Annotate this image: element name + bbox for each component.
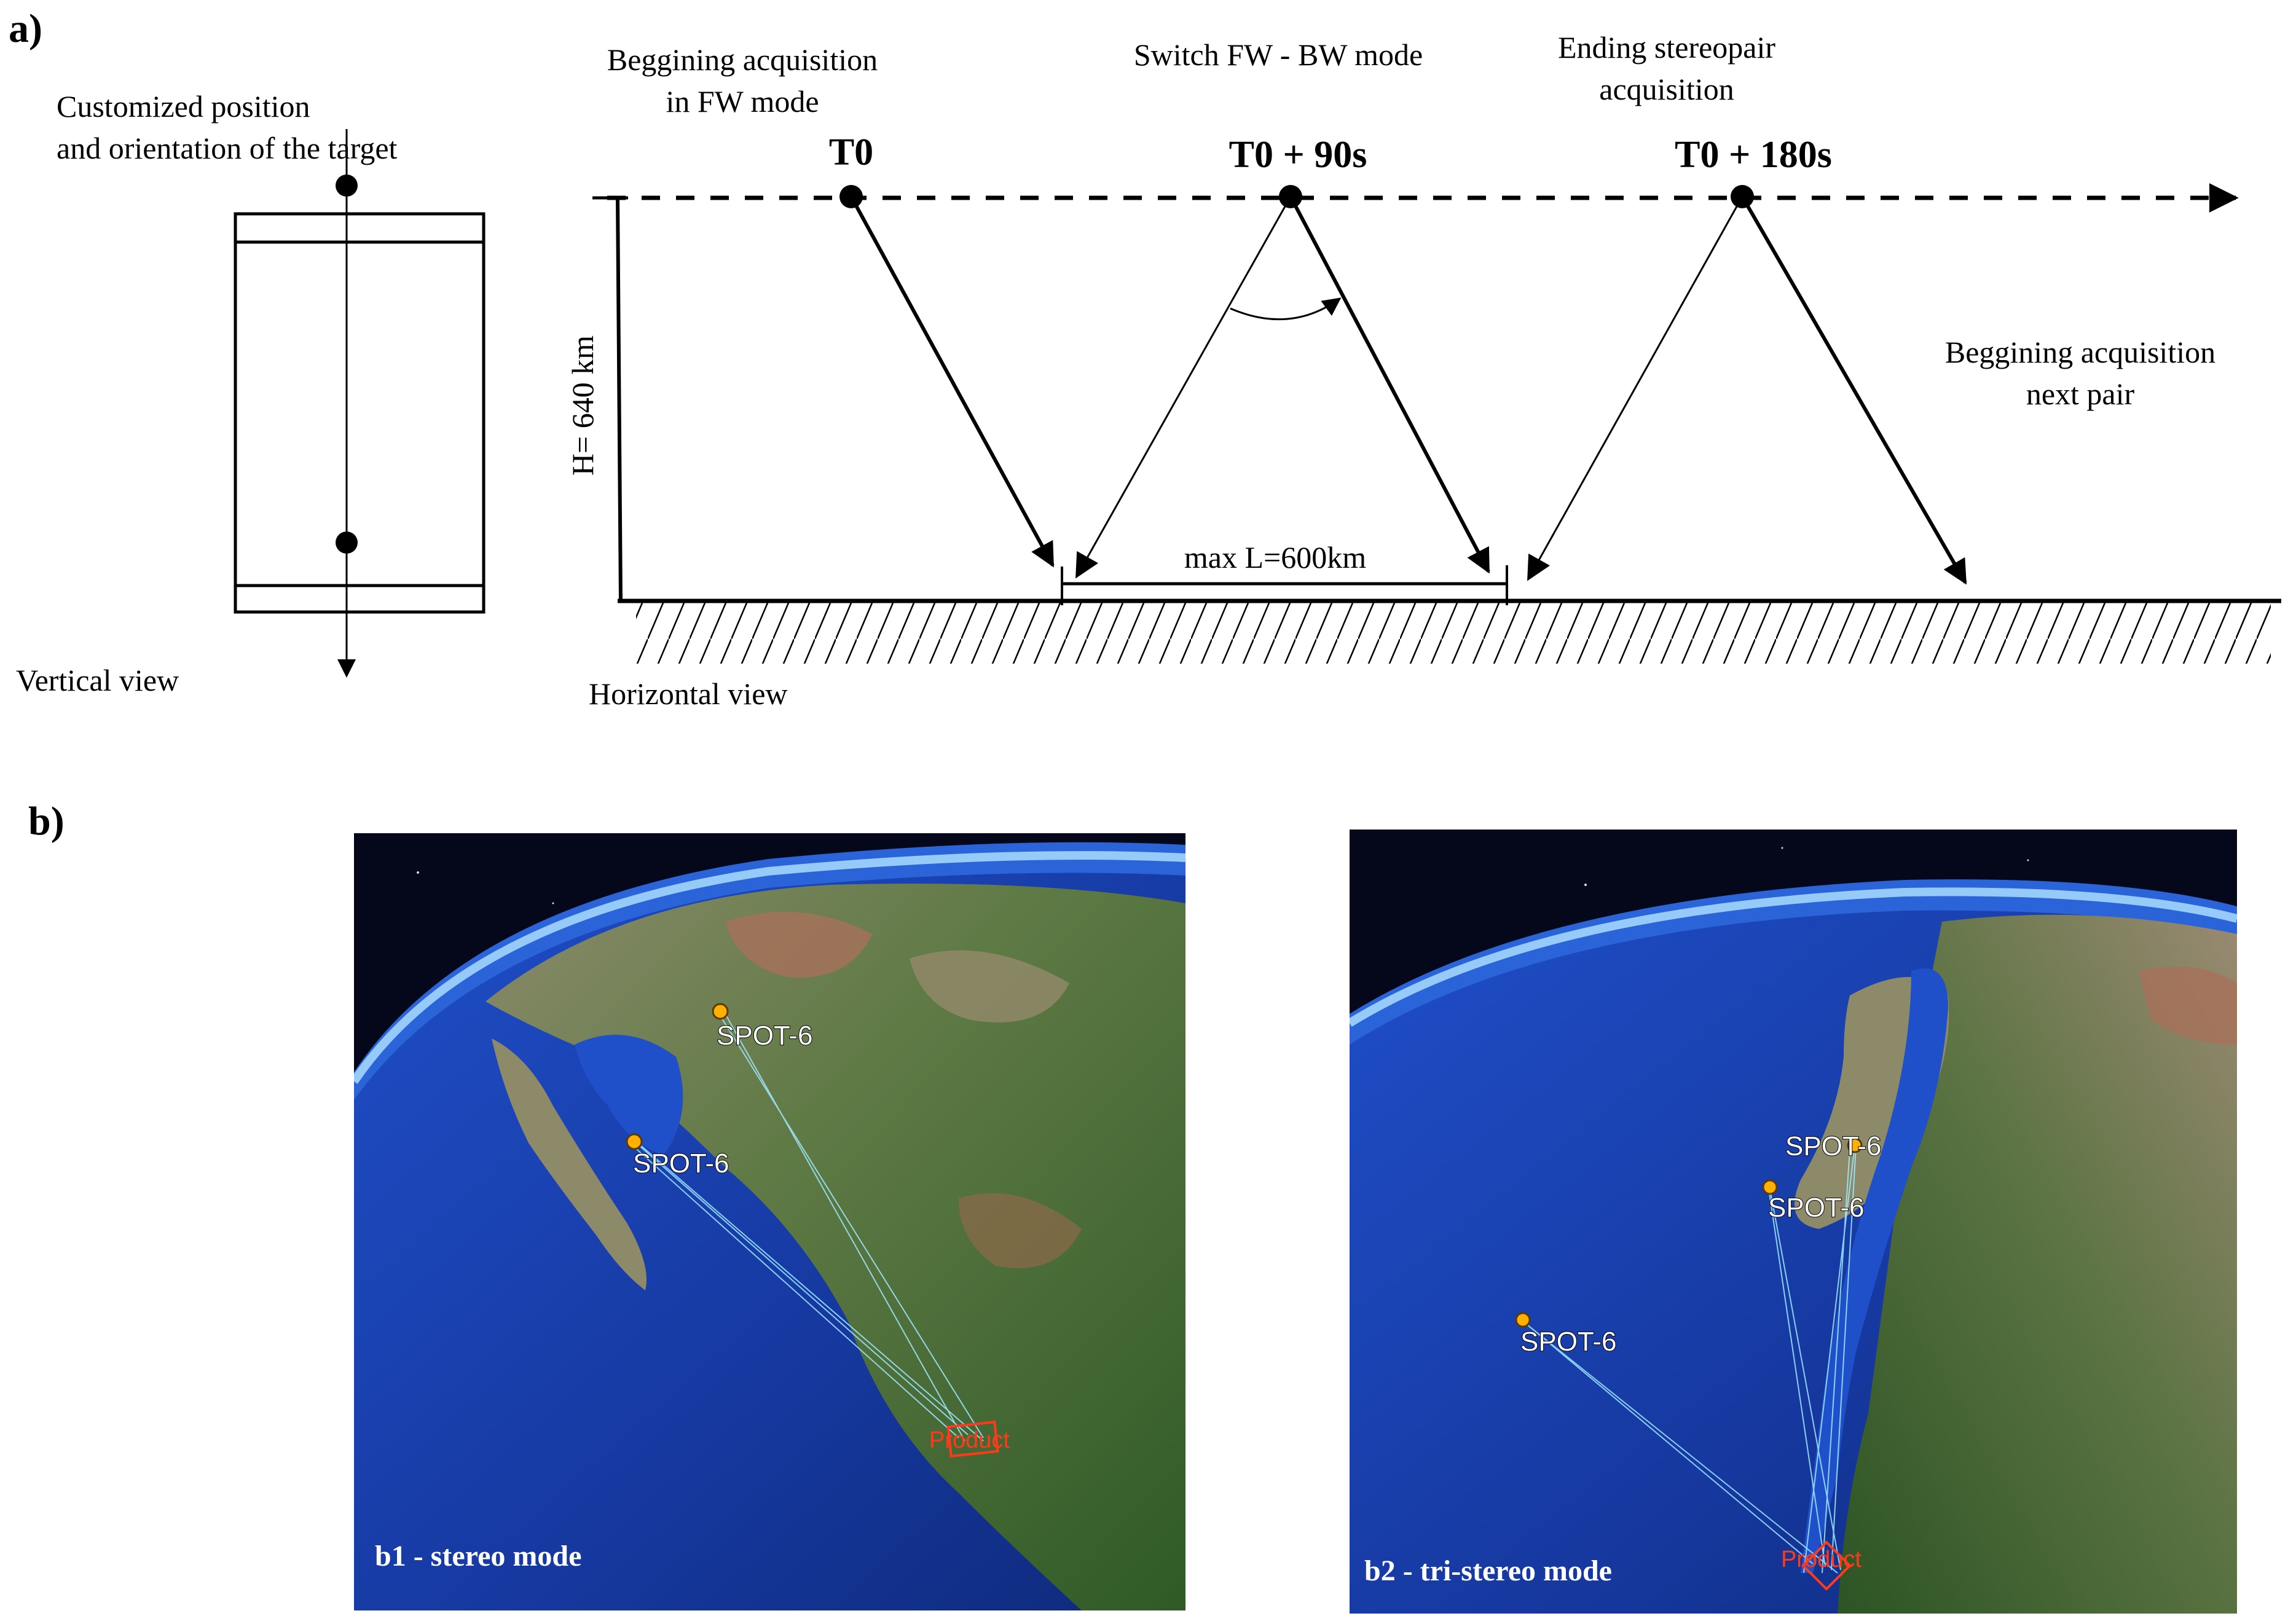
next-pair-line2: next pair: [2026, 377, 2135, 411]
ray-t90-forward: [1289, 195, 1490, 574]
ray-t0-forward: [849, 195, 1055, 568]
vertical-view: Customized position and orientation of t…: [16, 89, 486, 697]
target-point-bottom: [336, 532, 358, 554]
swath-label: max L=600km: [1184, 540, 1366, 575]
time-t180-label: T0 + 180s: [1675, 134, 1832, 176]
b1-satellite-label-2: SPOT-6: [633, 1148, 729, 1179]
ray-t180-forward: [1740, 195, 1967, 585]
b1-caption: b1 - stereo mode: [375, 1540, 581, 1572]
next-pair-line1: Beggining acquisition: [1945, 335, 2215, 369]
b2-satellite-label-1: SPOT-6: [1785, 1131, 1882, 1161]
target-point-top: [336, 175, 358, 197]
horizontal-view-label: Horizontal view: [589, 677, 788, 711]
b2-satellite-3-icon: [1515, 1312, 1531, 1328]
height-axis: [616, 197, 623, 602]
b2-satellite-label-2: SPOT-6: [1768, 1193, 1865, 1223]
b2-product-footprint: [1801, 1540, 1852, 1591]
target-note-line2: and orientation of the target: [57, 131, 398, 165]
b1-product-footprint: [946, 1420, 999, 1458]
b1-satellite-label-1: SPOT-6: [717, 1021, 813, 1051]
switch-label: Switch FW - BW mode: [1134, 37, 1423, 72]
end-label-line1: Ending stereopair: [1558, 30, 1775, 65]
height-label: H= 640 km: [565, 335, 600, 476]
b2-satellite-1-icon: [1847, 1137, 1863, 1153]
b1-product-label: Product: [929, 1427, 1010, 1453]
target-note-line1: Customized position: [57, 89, 310, 124]
vertical-view-label: Vertical view: [16, 663, 179, 697]
end-label-line2: acquisition: [1599, 72, 1734, 106]
time-t0-label: T0: [829, 131, 873, 173]
ray-t90-backward: [1075, 196, 1292, 579]
b2-caption: b2 - tri-stereo mode: [1364, 1555, 1612, 1587]
panel-a-letter: a): [9, 6, 42, 51]
b2-product-label: Product: [1781, 1547, 1861, 1572]
target-outer-rect: [234, 212, 486, 614]
b1-image: SPOT-6 SPOT-6 Product b1 - stereo mode: [354, 833, 1185, 1610]
begin-label-line1: Beggining acquisition: [607, 42, 878, 77]
time-t90-label: T0 + 90s: [1229, 134, 1367, 176]
b1-satellite-1-icon: [712, 1003, 729, 1020]
ray-t180-backward: [1527, 196, 1744, 581]
ground-hatching: [636, 602, 2271, 664]
b2-satellite-2-icon: [1762, 1179, 1778, 1195]
switch-arc: [1230, 297, 1342, 321]
horizontal-view: Beggining acquisition in FW mode Switch …: [565, 30, 2281, 711]
begin-label-line2: in FW mode: [666, 84, 819, 119]
b1-satellite-2-icon: [626, 1133, 643, 1150]
b2-image: SPOT-6 SPOT-6 SPOT-6 Product b2 - tri-st…: [1350, 830, 2237, 1614]
b2-satellite-label-3: SPOT-6: [1520, 1327, 1617, 1357]
panel-b-letter: b): [28, 799, 65, 844]
